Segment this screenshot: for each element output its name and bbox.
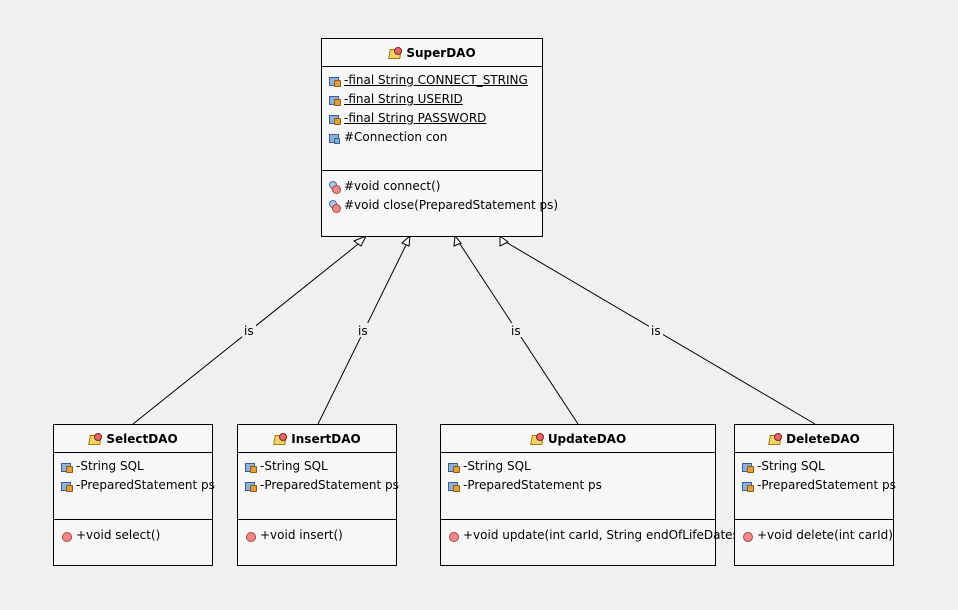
attribute-text: -PreparedStatement ps — [757, 478, 896, 492]
protected-method-icon — [328, 199, 342, 213]
attributes-compartment: -String SQL -PreparedStatement ps — [54, 453, 215, 520]
attribute-text: -final String CONNECT_STRING — [344, 73, 528, 87]
class-name: SelectDAO — [106, 431, 178, 446]
private-field-icon — [447, 461, 461, 473]
operation-row: +void select() — [60, 526, 212, 545]
attributes-compartment: -String SQL -PreparedStatement ps — [238, 453, 399, 520]
attributes-compartment: -String SQL -PreparedStatement ps — [441, 453, 715, 520]
operation-row: +void delete(int carId) — [741, 526, 893, 545]
class-icon — [768, 432, 783, 445]
class-name: DeleteDAO — [786, 431, 860, 446]
generalization-arrowhead — [453, 234, 462, 247]
attribute-text: -String SQL — [76, 459, 144, 473]
operation-text: +void select() — [76, 528, 161, 542]
attribute-row: -String SQL — [741, 457, 893, 476]
public-method-icon — [741, 530, 755, 542]
private-field-icon — [447, 480, 461, 492]
private-field-icon — [244, 480, 258, 492]
edge-label-is: is — [511, 324, 521, 338]
attributes-compartment: -final String CONNECT_STRING -final Stri… — [322, 67, 542, 171]
edge-label-is: is — [651, 324, 661, 338]
public-method-icon — [60, 530, 74, 542]
attribute-row: -final String CONNECT_STRING — [328, 71, 542, 90]
attribute-text: -final String USERID — [344, 92, 463, 106]
static-field-icon — [328, 75, 342, 87]
operations-compartment: +void update(int carId, String endOfLife… — [441, 520, 744, 545]
edge-label-is: is — [244, 324, 254, 338]
operation-text: +void delete(int carId) — [757, 528, 893, 542]
operation-row: +void insert() — [244, 526, 396, 545]
class-icon — [388, 46, 403, 59]
class-superdao[interactable]: SuperDAO -final String CONNECT_STRING -f… — [321, 38, 558, 237]
private-field-icon — [244, 461, 258, 473]
attribute-row: -PreparedStatement ps — [447, 476, 715, 495]
attribute-text: -String SQL — [757, 459, 825, 473]
generalization-arrowhead — [352, 235, 368, 247]
class-header: DeleteDAO — [735, 425, 893, 453]
class-header: InsertDAO — [238, 425, 396, 453]
operation-text: #void connect() — [344, 179, 441, 193]
operation-row: #void close(PreparedStatement ps) — [328, 196, 558, 215]
operations-compartment: +void select() — [54, 520, 212, 545]
attribute-row: -String SQL — [244, 457, 396, 476]
class-header: SuperDAO — [322, 39, 542, 67]
generalization-arrowhead — [401, 234, 411, 247]
static-field-icon — [328, 94, 342, 106]
operations-compartment: +void insert() — [238, 520, 396, 545]
attribute-row: -PreparedStatement ps — [60, 476, 215, 495]
class-name: InsertDAO — [291, 431, 361, 446]
operations-compartment: +void delete(int carId) — [735, 520, 893, 545]
class-header: SelectDAO — [54, 425, 212, 453]
private-field-icon — [741, 480, 755, 492]
operations-compartment: #void connect() #void close(PreparedStat… — [322, 171, 558, 215]
attribute-text: -final String PASSWORD — [344, 111, 487, 125]
public-method-icon — [244, 530, 258, 542]
class-header: UpdateDAO — [441, 425, 715, 453]
attribute-text: #Connection con — [344, 130, 448, 144]
attribute-row: -PreparedStatement ps — [244, 476, 399, 495]
operation-text: #void close(PreparedStatement ps) — [344, 198, 559, 212]
attribute-row: -final String USERID — [328, 90, 542, 109]
attribute-row: #Connection con — [328, 128, 542, 147]
class-name: UpdateDAO — [547, 431, 627, 446]
class-selectdao[interactable]: SelectDAO -String SQL -PreparedStatement… — [53, 424, 215, 566]
class-icon — [88, 432, 103, 445]
attribute-row: -String SQL — [60, 457, 212, 476]
operation-row: #void connect() — [328, 177, 542, 196]
static-field-icon — [328, 113, 342, 125]
attribute-text: -PreparedStatement ps — [260, 478, 399, 492]
attribute-row: -final String PASSWORD — [328, 109, 542, 128]
generalization-arrowhead — [499, 235, 509, 247]
operation-text: +void insert() — [260, 528, 343, 542]
edge-label-is: is — [358, 324, 368, 338]
class-icon — [273, 432, 288, 445]
protected-field-icon — [328, 132, 342, 144]
operation-text: +void update(int carId, String endOfLife… — [463, 528, 744, 542]
attribute-text: -PreparedStatement ps — [76, 478, 215, 492]
attribute-text: -PreparedStatement ps — [463, 478, 602, 492]
class-insertdao[interactable]: InsertDAO -String SQL -PreparedStatement… — [237, 424, 399, 566]
operation-row: +void update(int carId, String endOfLife… — [447, 526, 744, 545]
class-updatedao[interactable]: UpdateDAO -String SQL -PreparedStatement… — [440, 424, 744, 566]
private-field-icon — [741, 461, 755, 473]
class-name: SuperDAO — [406, 45, 476, 60]
attribute-row: -String SQL — [447, 457, 715, 476]
public-method-icon — [447, 530, 461, 542]
class-deletedao[interactable]: DeleteDAO -String SQL -PreparedStatement… — [734, 424, 896, 566]
private-field-icon — [60, 461, 74, 473]
class-icon — [530, 432, 544, 445]
private-field-icon — [60, 480, 74, 492]
attributes-compartment: -String SQL -PreparedStatement ps — [735, 453, 896, 520]
attribute-text: -String SQL — [260, 459, 328, 473]
attribute-text: -String SQL — [463, 459, 531, 473]
protected-method-icon — [328, 180, 342, 194]
attribute-row: -PreparedStatement ps — [741, 476, 896, 495]
